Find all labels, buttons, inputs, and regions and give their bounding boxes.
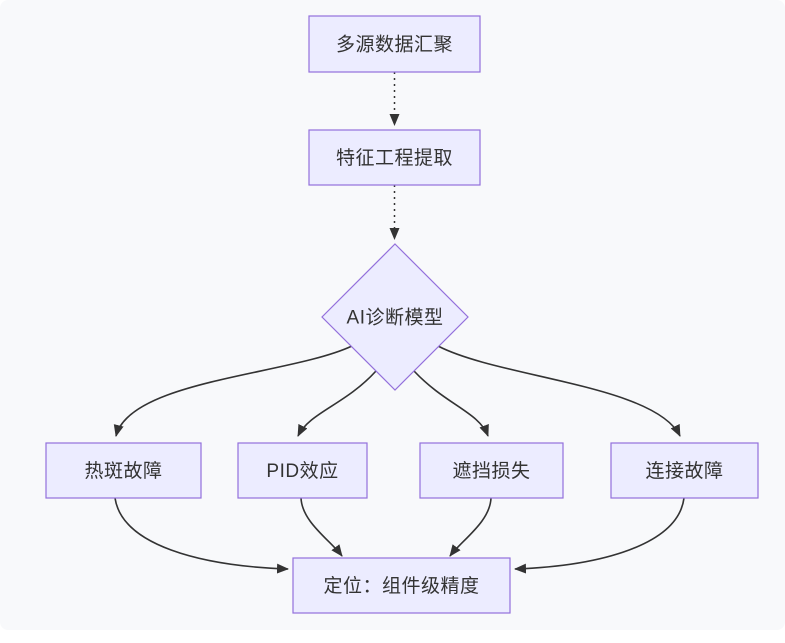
node-feature-box [308, 129, 481, 186]
edge-model-to-hotspot [113, 345, 353, 437]
node-locate-result: 定位：组件级精度 [292, 557, 511, 614]
node-hotspot-fault: 热斑故障 [45, 442, 202, 499]
node-ai-model-label: AI诊断模型 [347, 307, 444, 329]
node-shading-box [419, 442, 564, 499]
edge-pid-to-locate [300, 497, 343, 557]
node-feature: 特征工程提取 [308, 129, 481, 186]
node-connection-box [610, 442, 759, 499]
node-connection-fault: 连接故障 [610, 442, 759, 499]
node-locate-label: 定位：组件级精度 [323, 575, 479, 597]
node-shading-loss: 遮挡损失 [419, 442, 564, 499]
nodes-layer: 多源数据汇聚 特征工程提取 AI诊断模型 热斑故障 PID效应 遮挡损失 [45, 15, 759, 614]
node-hotspot-box [45, 442, 202, 499]
node-ai-model: AI诊断模型 [321, 243, 469, 391]
edge-model-to-pid [297, 370, 377, 437]
edge-connection-to-locate [514, 497, 685, 574]
node-pid-label: PID效应 [266, 460, 338, 482]
node-ai-model-diamond [321, 243, 469, 391]
node-source: 多源数据汇聚 [308, 15, 481, 73]
node-pid-box [237, 442, 368, 499]
edge-hotspot-to-locate [114, 497, 289, 574]
node-feature-label: 特征工程提取 [336, 147, 453, 169]
node-hotspot-label: 热斑故障 [84, 460, 162, 482]
edges-layer [113, 72, 685, 574]
node-locate-box [292, 557, 511, 614]
node-connection-label: 连接故障 [645, 460, 723, 482]
node-source-box [308, 15, 481, 73]
node-shading-label: 遮挡损失 [452, 460, 530, 482]
node-source-label: 多源数据汇聚 [336, 34, 453, 56]
edge-model-to-connection [437, 345, 681, 437]
node-pid-effect: PID效应 [237, 442, 368, 499]
edge-model-to-shading [413, 370, 489, 437]
edge-shading-to-locate [449, 497, 492, 557]
